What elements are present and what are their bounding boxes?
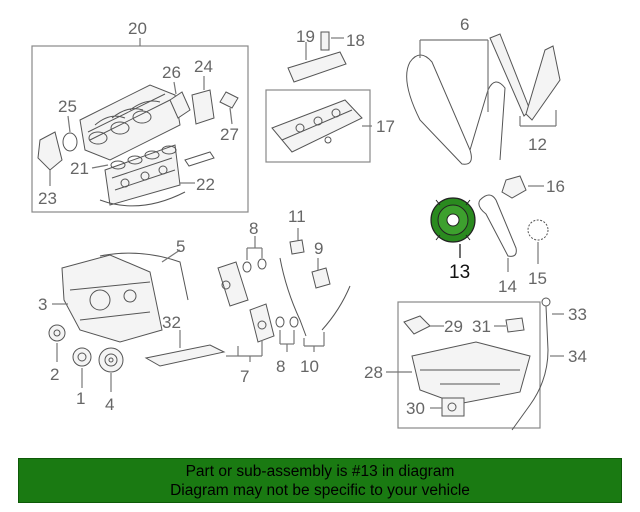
- chain-guide-assembly-lower: [249, 303, 275, 343]
- timing-cover: [61, 254, 163, 343]
- callout-28[interactable]: 28: [364, 363, 383, 382]
- callout-25[interactable]: 25: [58, 97, 77, 116]
- callout-14[interactable]: 14: [498, 277, 517, 296]
- callout-1[interactable]: 1: [76, 389, 85, 408]
- callout-30[interactable]: 30: [406, 399, 425, 418]
- callout-34[interactable]: 34: [568, 347, 587, 366]
- callout-2[interactable]: 2: [50, 365, 59, 384]
- callout-11[interactable]: 11: [288, 207, 306, 226]
- crank-seal: [72, 347, 92, 367]
- chain-guide-assembly-upper: [217, 261, 249, 307]
- callout-15[interactable]: 15: [528, 269, 547, 288]
- oil-pan-gasket-32: [144, 344, 226, 367]
- oil-pan-box: [397, 301, 541, 429]
- sensor-27: [219, 91, 239, 109]
- callout-9[interactable]: 9: [314, 239, 323, 258]
- callout-8-lower[interactable]: 8: [276, 357, 285, 376]
- gasket-26: [169, 91, 191, 119]
- callout-20[interactable]: 20: [128, 19, 147, 38]
- callout-33[interactable]: 33: [568, 305, 587, 324]
- o-ring: [62, 132, 78, 152]
- oil-pan: [411, 341, 531, 405]
- callout-23[interactable]: 23: [38, 189, 57, 208]
- crank-pulley: [98, 347, 124, 373]
- lower-intake-manifold: [99, 144, 186, 207]
- bolt-18: [320, 31, 330, 51]
- timing-chain-14: [478, 194, 517, 257]
- dipstick: [511, 305, 549, 431]
- callout-21[interactable]: 21: [70, 159, 89, 178]
- oil-sensor-31: [505, 317, 525, 333]
- callout-13[interactable]: 13: [449, 262, 470, 283]
- tensioner-16: [501, 175, 527, 199]
- oil-pump-pickup: [403, 315, 431, 335]
- manifold-gasket: [110, 145, 177, 170]
- callout-3[interactable]: 3: [38, 295, 47, 314]
- callout-32[interactable]: 32: [162, 313, 181, 332]
- callout-18[interactable]: 18: [346, 31, 365, 50]
- callout-26[interactable]: 26: [162, 63, 181, 82]
- tensioner-9: [311, 267, 331, 289]
- callout-22[interactable]: 22: [196, 175, 215, 194]
- sprocket-15: [527, 219, 549, 241]
- banner-line-2: Diagram may not be specific to your vehi…: [170, 482, 470, 499]
- callout-4[interactable]: 4: [105, 395, 114, 414]
- dipstick-handle: [541, 297, 551, 307]
- callout-12[interactable]: 12: [528, 135, 547, 154]
- valve-cover: [271, 99, 363, 153]
- o-rings-8-upper: [242, 258, 267, 273]
- throttle-body: [37, 131, 63, 171]
- banner-line-1: Part or sub-assembly is #13 in diagram: [185, 463, 455, 480]
- callout-31[interactable]: 31: [472, 317, 491, 336]
- callout-19[interactable]: 19: [296, 27, 315, 46]
- callout-17[interactable]: 17: [376, 117, 395, 136]
- callout-24[interactable]: 24: [194, 57, 213, 76]
- drain-plug: [447, 402, 457, 412]
- callout-16[interactable]: 16: [546, 177, 565, 196]
- callout-27[interactable]: 27: [220, 125, 239, 144]
- chain-guides-10: [279, 257, 351, 337]
- part-13-sprocket[interactable]: [430, 197, 476, 243]
- callout-7[interactable]: 7: [240, 367, 249, 386]
- info-banner: Part or sub-assembly is #13 in diagram D…: [18, 458, 622, 503]
- timing-chain: [406, 54, 506, 165]
- callout-29[interactable]: 29: [444, 317, 463, 336]
- callout-6[interactable]: 6: [460, 15, 469, 34]
- intake-manifold: [79, 84, 181, 161]
- timing-cover-gasket: [99, 252, 189, 301]
- callout-10[interactable]: 10: [300, 357, 319, 376]
- callout-8-upper[interactable]: 8: [249, 219, 258, 238]
- coil-cover: [287, 51, 347, 83]
- bracket-24: [191, 89, 215, 125]
- drain-plug-box: [441, 397, 465, 417]
- fuel-injector: [184, 151, 215, 167]
- crank-sprocket: [48, 324, 66, 342]
- callout-5[interactable]: 5: [176, 237, 185, 256]
- tensioner-11: [289, 239, 305, 255]
- parts-diagram: 20 25 26 24 27 21 22 23: [31, 15, 587, 431]
- timing-chain-guides: [489, 33, 561, 121]
- o-rings-8-lower: [275, 316, 299, 328]
